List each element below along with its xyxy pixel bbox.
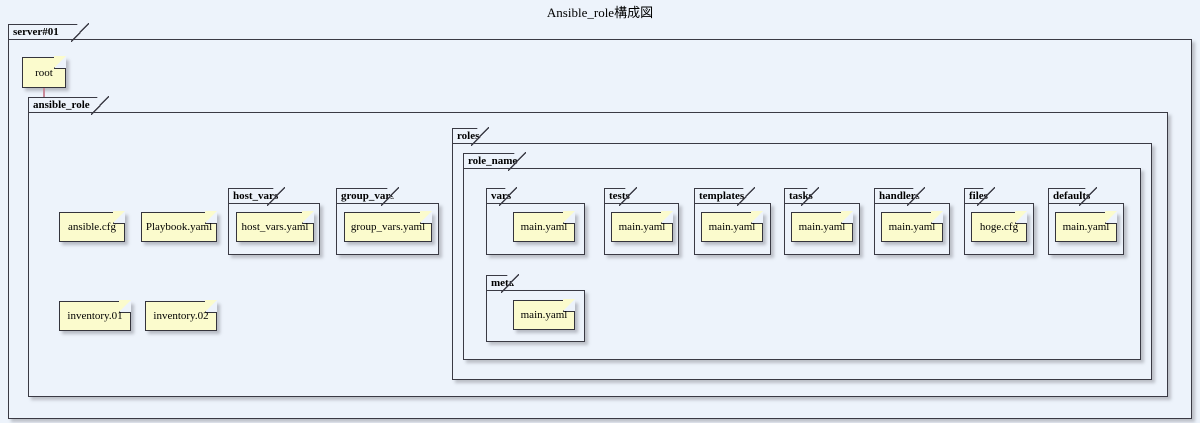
package-host-vars-tab: host_vars (228, 187, 285, 206)
note-tests-main-yaml-label: main.yaml (618, 221, 666, 233)
note-files-hoge-cfg[interactable]: hoge.cfg (971, 211, 1027, 242)
note-ansible-cfg-label: ansible.cfg (68, 221, 116, 233)
note-playbook-yaml[interactable]: Playbook.yaml (141, 211, 217, 242)
package-ansible-role-tab: ansible_role (28, 96, 109, 115)
note-handlers-main-yaml-label: main.yaml (888, 221, 936, 233)
note-inventory-02[interactable]: inventory.02 (145, 300, 217, 331)
package-group-vars-label: group_vars (341, 190, 395, 202)
note-host-vars-yaml[interactable]: host_vars.yaml (236, 211, 314, 242)
package-server01-label: server#01 (13, 26, 59, 38)
package-templates-label: templates (699, 190, 745, 202)
note-fold-icon (563, 299, 575, 312)
note-fold-icon (420, 211, 432, 224)
package-tests-label: tests (609, 190, 630, 202)
package-tasks-label: tasks (789, 190, 813, 202)
note-fold-icon (841, 211, 853, 224)
note-files-hoge-cfg-label: hoge.cfg (979, 221, 1019, 233)
package-roles-label: roles (457, 130, 480, 142)
package-handlers-tab: handlers (874, 187, 925, 206)
note-inventory-02-label: inventory.02 (153, 310, 209, 322)
note-vars-main-yaml-label: main.yaml (520, 221, 568, 233)
note-fold-icon (563, 211, 575, 224)
note-fold-icon (54, 56, 66, 69)
note-fold-icon (751, 211, 763, 224)
note-tasks-main-yaml-label: main.yaml (798, 221, 846, 233)
package-meta-body (486, 290, 585, 342)
note-group-vars-yaml[interactable]: group_vars.yaml (344, 211, 432, 242)
note-fold-icon (119, 300, 131, 313)
package-meta-label: meta (491, 277, 515, 289)
note-root-label: root (35, 66, 53, 79)
package-handlers-label: handlers (879, 190, 920, 202)
note-fold-icon (205, 211, 217, 224)
note-fold-icon (1105, 211, 1117, 224)
note-host-vars-yaml-label: host_vars.yaml (241, 221, 309, 233)
note-defaults-main-yaml[interactable]: main.yaml (1055, 211, 1117, 242)
note-playbook-yaml-label: Playbook.yaml (145, 221, 213, 233)
package-ansible-role-label: ansible_role (33, 99, 90, 111)
package-templates-tab: templates (694, 187, 755, 206)
note-meta-main-yaml-label: main.yaml (520, 309, 568, 321)
note-tests-main-yaml[interactable]: main.yaml (611, 211, 673, 242)
note-templates-main-yaml-label: main.yaml (708, 221, 756, 233)
package-vars-label: vars (491, 190, 512, 202)
note-templates-main-yaml[interactable]: main.yaml (701, 211, 763, 242)
package-group-vars-tab: group_vars (336, 187, 399, 206)
note-vars-main-yaml[interactable]: main.yaml (513, 211, 575, 242)
package-server01-tab: server#01 (8, 23, 89, 42)
package-role-name-label: role_name (468, 155, 518, 167)
note-root[interactable]: root (22, 56, 66, 88)
package-tests-tab: tests (604, 187, 637, 206)
note-fold-icon (1015, 211, 1027, 224)
package-role-name-tab: role_name (463, 152, 526, 171)
note-defaults-main-yaml-label: main.yaml (1062, 221, 1110, 233)
note-group-vars-yaml-label: group_vars.yaml (350, 221, 426, 233)
note-fold-icon (113, 211, 125, 224)
note-fold-icon (205, 300, 217, 313)
package-vars-tab: vars (486, 187, 517, 206)
package-defaults-label: defaults (1053, 190, 1091, 202)
note-tasks-main-yaml[interactable]: main.yaml (791, 211, 853, 242)
note-fold-icon (931, 211, 943, 224)
note-fold-icon (661, 211, 673, 224)
note-fold-icon (302, 211, 314, 224)
package-files-label: files (969, 190, 988, 202)
page-title: Ansible_role構成図 (546, 5, 654, 20)
note-meta-main-yaml[interactable]: main.yaml (513, 299, 575, 330)
note-inventory-01[interactable]: inventory.01 (59, 300, 131, 331)
package-defaults-tab: defaults (1048, 187, 1097, 206)
package-host-vars-label: host_vars (233, 190, 279, 202)
package-roles-tab: roles (452, 127, 489, 146)
note-handlers-main-yaml[interactable]: main.yaml (881, 211, 943, 242)
package-files-tab: files (964, 187, 995, 206)
package-tasks-tab: tasks (784, 187, 819, 206)
package-meta-tab: meta (486, 274, 519, 293)
note-inventory-01-label: inventory.01 (67, 310, 123, 322)
note-ansible-cfg[interactable]: ansible.cfg (59, 211, 125, 242)
connector-root-to-ansible-role (43, 88, 45, 104)
